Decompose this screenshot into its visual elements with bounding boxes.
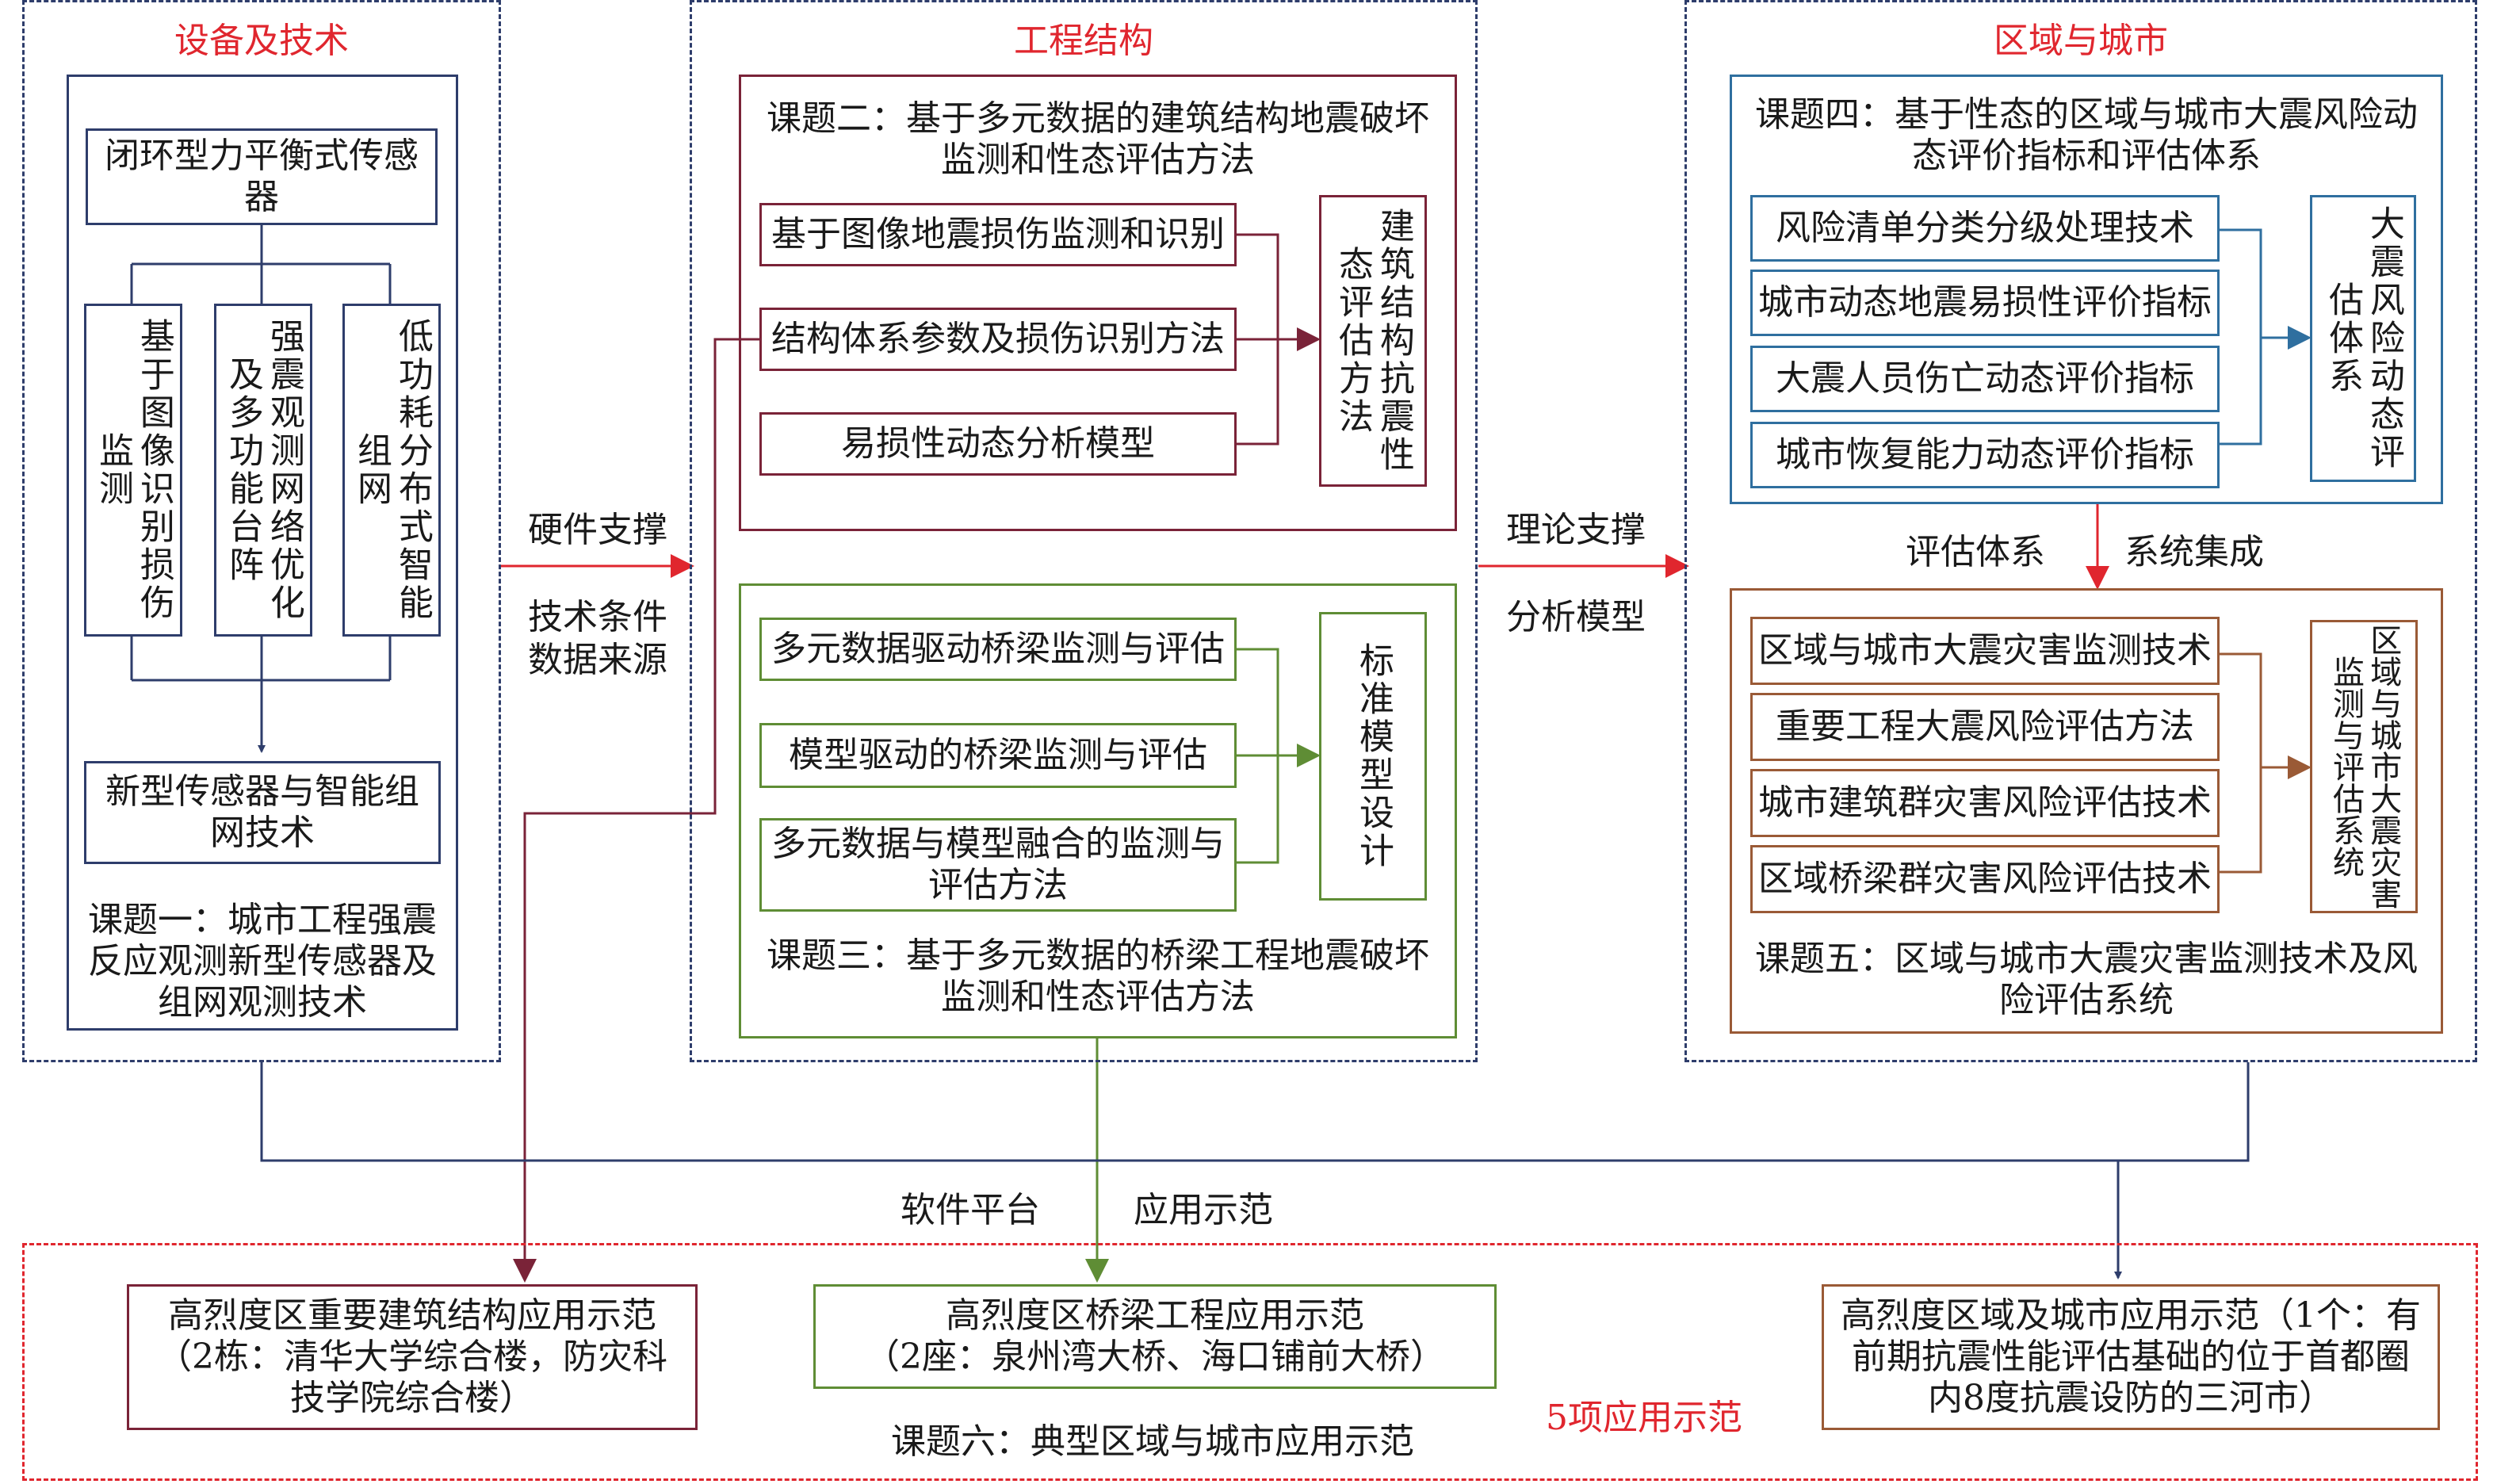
demo-bridge-title: 高烈度区桥梁工程应用示范 bbox=[946, 1295, 1364, 1337]
section3-frame bbox=[1684, 0, 2477, 1062]
link-assessment-system: 评估体系 bbox=[1906, 532, 2045, 572]
topic5-label: 课题五：区域与城市大震灾害监测技术及风险评估系统 bbox=[1755, 939, 2418, 1020]
sensor-box: 闭环型力平衡式传感器 bbox=[86, 128, 438, 225]
topic1-label: 课题一：城市工程强震反应观测新型传感器及组网观测技术 bbox=[88, 900, 437, 1023]
topic5-result-label: 区域与城市大震灾害监测与评估系统 bbox=[2327, 624, 2402, 909]
col-strong-motion-label: 强震观测网络优化及多功能台阵 bbox=[223, 318, 304, 622]
section1-connectors bbox=[130, 224, 392, 753]
section1-header: 设备及技术 bbox=[174, 21, 349, 61]
label-data-sources: 数据来源 bbox=[528, 640, 667, 680]
section2-frame bbox=[690, 0, 1478, 1062]
topic2-item-2: 结构体系参数及损伤识别方法 bbox=[759, 308, 1237, 371]
label-software-platform: 软件平台 bbox=[901, 1190, 1040, 1230]
label-hardware-support: 硬件支撑 bbox=[528, 510, 667, 550]
topic5-result: 区域与城市大震灾害监测与评估系统 bbox=[2310, 620, 2418, 913]
col-low-power-label: 低功耗分布式智能组网 bbox=[351, 318, 433, 622]
topic2-result-label: 建筑结构抗震性态评估方法 bbox=[1333, 208, 1414, 474]
topic3-item-2: 模型驱动的桥梁监测与评估 bbox=[759, 723, 1237, 788]
topic1-frame bbox=[67, 75, 458, 1031]
topic5-item-4: 区域桥梁群灾害风险评估技术 bbox=[1750, 845, 2220, 913]
topic3-item-3: 多元数据与模型融合的监测与评估方法 bbox=[759, 818, 1237, 912]
col-strong-motion: 强震观测网络优化及多功能台阵 bbox=[214, 304, 312, 637]
demo-frame bbox=[22, 1243, 2478, 1481]
topic5-item-1: 区域与城市大震灾害监测技术 bbox=[1750, 617, 2220, 685]
red-arrows bbox=[501, 504, 2109, 590]
topic5-connectors bbox=[2220, 652, 2312, 874]
sensor-network-result: 新型传感器与智能组网技术 bbox=[84, 761, 441, 864]
topic3-connectors bbox=[1237, 648, 1321, 864]
section2-header: 工程结构 bbox=[1014, 21, 1153, 61]
topic5-item-2: 重要工程大震风险评估方法 bbox=[1750, 693, 2220, 761]
topic2-item-1: 基于图像地震损伤监测和识别 bbox=[759, 203, 1237, 266]
topic6-label: 课题六：典型区域与城市应用示范 bbox=[891, 1421, 1414, 1462]
maroon-demo-link bbox=[513, 338, 759, 1283]
topic3-item-1: 多元数据驱动桥梁监测与评估 bbox=[759, 618, 1237, 681]
topic4-item-4: 城市恢复能力动态评价指标 bbox=[1750, 422, 2220, 488]
topic4-result-label: 大震风险动态评估体系 bbox=[2323, 205, 2404, 472]
topic3-frame bbox=[739, 583, 1457, 1038]
demo-building-box: 高烈度区重要建筑结构应用示范（2栋：清华大学综合楼，防灾科技学院综合楼） bbox=[127, 1284, 698, 1430]
col-image-damage: 基于图像识别损伤监测 bbox=[84, 304, 182, 637]
topic4-connectors bbox=[2220, 228, 2312, 446]
section3-header: 区域与城市 bbox=[1994, 21, 2168, 61]
navy-bus bbox=[260, 1062, 2250, 1279]
label-technical-conditions: 技术条件 bbox=[528, 597, 667, 637]
topic2-frame bbox=[739, 75, 1457, 531]
label-theory-support: 理论支撑 bbox=[1506, 510, 1646, 550]
demo-city-box: 高烈度区域及城市应用示范（1个：有前期抗震性能评估基础的位于首都圈内8度抗震设防… bbox=[1822, 1284, 2440, 1430]
demo-bridge-box: 高烈度区桥梁工程应用示范 （2座：泉州湾大桥、海口铺前大桥） bbox=[813, 1284, 1497, 1389]
topic4-item-3: 大震人员伤亡动态评价指标 bbox=[1750, 346, 2220, 412]
topic4-frame bbox=[1730, 75, 2443, 504]
topic3-label: 课题三：基于多元数据的桥梁工程地震破坏监测和性态评估方法 bbox=[767, 935, 1429, 1017]
topic4-item-1: 风险清单分类分级处理技术 bbox=[1750, 195, 2220, 262]
label-analysis-model: 分析模型 bbox=[1506, 597, 1646, 637]
demo-count-label: 5项应用示范 bbox=[1546, 1398, 1742, 1438]
topic2-label: 课题二：基于多元数据的建筑结构地震破坏监测和性态评估方法 bbox=[767, 98, 1429, 180]
topic4-label: 课题四：基于性态的区域与城市大震风险动态评价指标和评估体系 bbox=[1755, 94, 2418, 176]
col-low-power: 低功耗分布式智能组网 bbox=[342, 304, 441, 637]
topic5-item-3: 城市建筑群灾害风险评估技术 bbox=[1750, 769, 2220, 837]
topic3-result-label: 标准模型设计 bbox=[1352, 642, 1394, 870]
topic5-frame bbox=[1730, 588, 2443, 1034]
section1-frame bbox=[22, 0, 501, 1062]
col-image-damage-label: 基于图像识别损伤监测 bbox=[93, 318, 174, 622]
topic4-result: 大震风险动态评估体系 bbox=[2310, 195, 2416, 482]
link-system-integration: 系统集成 bbox=[2124, 532, 2264, 572]
topic4-item-2: 城市动态地震易损性评价指标 bbox=[1750, 270, 2220, 336]
topic3-result: 标准模型设计 bbox=[1319, 612, 1427, 901]
topic2-result: 建筑结构抗震性态评估方法 bbox=[1319, 195, 1427, 487]
topic2-item-3: 易损性动态分析模型 bbox=[759, 412, 1237, 476]
topic2-connectors bbox=[1237, 233, 1321, 446]
demo-bridge-detail: （2座：泉州湾大桥、海口铺前大桥） bbox=[865, 1337, 1445, 1377]
label-application-demo: 应用示范 bbox=[1134, 1190, 1273, 1230]
